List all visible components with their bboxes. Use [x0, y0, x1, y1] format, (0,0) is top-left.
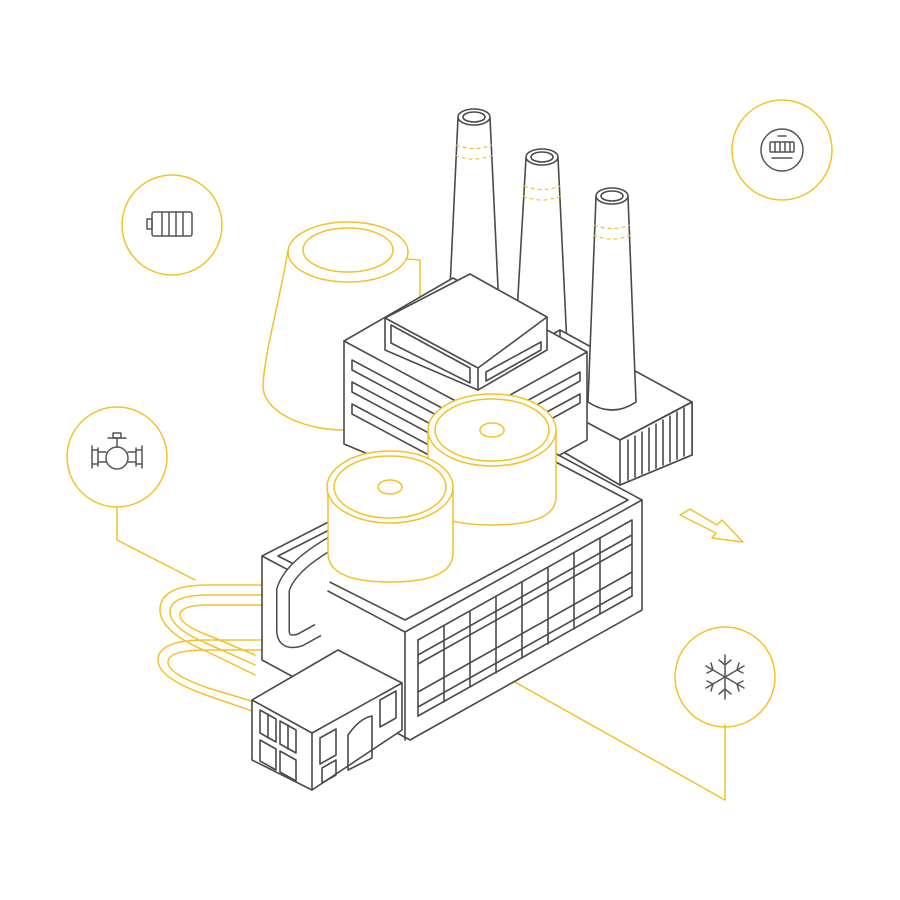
valve-icon — [91, 432, 143, 470]
battery-badge — [121, 174, 223, 276]
chimney-3 — [587, 187, 637, 411]
chimney-2 — [515, 148, 568, 346]
snowflake-icon — [705, 654, 745, 700]
annex-building — [251, 649, 403, 791]
chimney-1 — [447, 108, 501, 331]
vent-grille — [627, 407, 685, 481]
valve-badge — [66, 406, 168, 508]
window-grid — [417, 519, 633, 717]
tank-front — [326, 450, 454, 583]
snowflake-badge — [674, 626, 776, 728]
meter-badge — [731, 99, 833, 201]
arrow-right-down-icon — [679, 508, 744, 543]
valve-connector-line — [116, 506, 196, 581]
tank-back — [427, 393, 557, 526]
electricity-meter-icon — [760, 128, 804, 172]
battery-icon — [146, 211, 193, 237]
pipe-loop — [157, 584, 266, 713]
snowflake-connector-line — [489, 667, 726, 801]
